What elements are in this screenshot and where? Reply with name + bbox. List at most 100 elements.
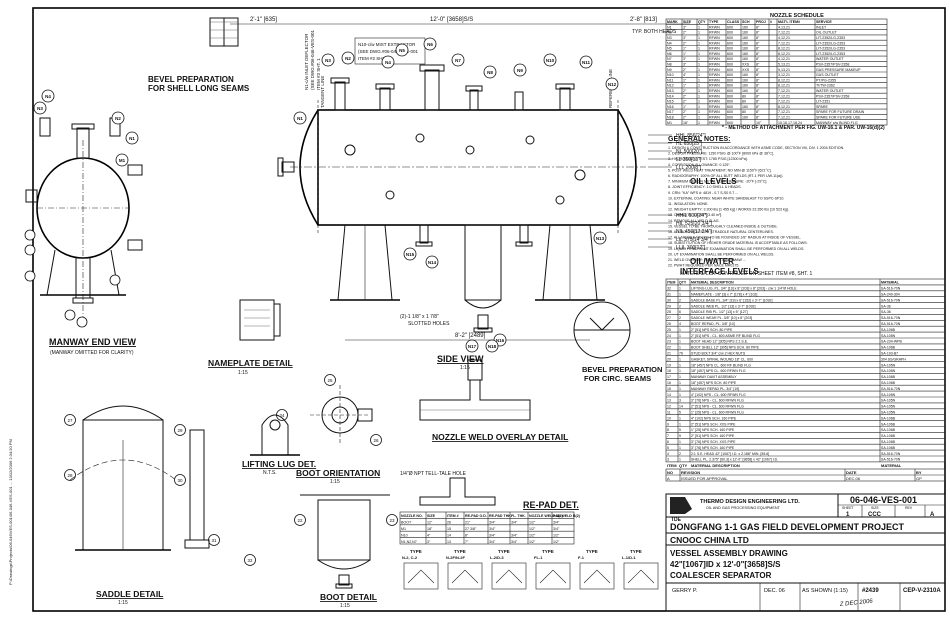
nozzle-schedule-cell: 1 [698,89,700,93]
material-list-cell: 1 [679,334,681,338]
nozzle-tag-label: N4 [385,60,391,65]
nozzle-schedule-cell: 1 [698,116,700,120]
repad-table-cell: 1/2" [529,521,536,525]
material-list-cell: 19 [667,363,671,367]
material-list-cell: 2 [679,316,681,320]
item-bubble-label: 24 [279,413,285,418]
job-number: #2439 [862,588,879,594]
sheet-size: CCC [868,512,882,518]
nozzle-schedule-cell: 600 [727,105,733,109]
nozzle-schedule-cell: 600 [727,47,733,51]
nozzle-schedule-cell: N13 [667,89,674,93]
material-list-cell: 1 [679,363,681,367]
company-logo: TDE [670,497,692,523]
nozzle-schedule-cell: LIT-2352/LG-2353 [816,52,845,56]
oil-level-label: NL 500[20"] [676,149,703,155]
nozzle-schedule-cell: OIL OUTLET [816,31,838,35]
material-list-cell: 26 [667,322,671,326]
nozzle-schedule-cell: 8" [756,41,760,45]
material-list-footer: MATERIAL DESCRIPTION [691,463,740,468]
nameplate-detail: NAMEPLATE DETAIL 1:15 [208,299,293,376]
material-list-cell: 27 [667,316,671,320]
side-dim-saddle-span: 8'-2" [2489] [455,333,486,339]
repad-table-header: PAD WELD B(2) [553,514,581,518]
repad-title: RE-PAD DET. [523,500,579,510]
nozzle-tag-bubble [403,247,417,261]
nozzle-tag-label: N6 [427,42,433,47]
general-note: 8. JOINT EFFICIENCY: 1.0 SHELL & HEADS. [668,185,742,189]
repad-table-header: RE-PAD THK. [489,514,512,518]
repad-table-cell: 18" [427,527,433,531]
nozzle-schedule-cell: 10" [756,121,762,125]
material-list-cell: 1 [679,340,681,344]
item-bubble [386,514,398,526]
nozzle-schedule-cell: 8" [756,84,760,88]
repad-note: 1/4"Ø NPT TELL-TALE HOLE [400,471,467,477]
nozzle-tag-label: N12 [608,82,617,87]
nozzle-schedule-cell: 1 [698,105,700,109]
nozzle-schedule-cell: 160 [742,57,748,61]
material-list-cell: SA-106B [881,446,896,450]
general-note: 6. RADIOGRAPHY: 100% OF ALL BUTT WELDS (… [668,174,783,178]
nozzle-schedule-cell: 8" [756,25,760,29]
nozzle-tag-label: N1 [129,136,135,141]
nozzle-schedule-cell: N10 [667,73,674,77]
nozzle-schedule-cell: RFWN [709,121,720,125]
nozzle-schedule-cell: 8" [756,105,760,109]
item-bubble [324,374,336,386]
nozzle-tag-bubble [395,43,409,57]
repad-table-cell: 14 [447,533,451,537]
material-list-cell: 1 [679,416,681,420]
material-list-cell: 16 [667,381,671,385]
revision-header: DATE [846,470,857,475]
company-logo-text: TDE [671,517,682,523]
material-list-cell: SA-240-304 [881,293,900,297]
nozzle-schedule-cell: 2" [683,100,687,104]
revision-header: NO [667,470,673,475]
material-list-cell: 1 [679,287,681,291]
material-list-cell: 1 [679,328,681,332]
lifting-lug-detail: LIFTING LUG DET. N.T.S. [242,414,316,476]
material-list-cell: 1 [679,293,681,297]
nozzle-schedule-cell: N7 [667,57,672,61]
nozzle-schedule-header: SCH [742,20,750,24]
weld-type-sketch [403,562,439,590]
nozzle-schedule-cell: SPARE FOR FUTURE USE [816,116,861,120]
general-note: 17. ALL NOZZLE NECKS TO BE ROUNDED 1/8" … [668,236,801,240]
nozzle-schedule-cell: 1 [698,94,700,98]
nozzle-schedule-cell: RFWN [709,116,720,120]
manway-end-view-note: (MANWAY OMITTED FOR CLARITY) [50,350,134,356]
material-list-cell: LIFTING LUG, PL. 3/4" [19] x 8" [203] x … [691,287,797,291]
item-bubble-label: 23 [389,518,395,523]
material-list-cell: 3" [76] NPS SCH. 160 PIPE [691,446,735,450]
repad-table-cell: 3/4" [489,527,496,531]
material-list-cell: 2:1 S.E. HEAD 42" [1067] I.D. x 2.188" M… [691,452,769,456]
material-list-cell: 24 [667,334,671,338]
material-list-header: QTY [679,281,687,285]
repad-table-cell: 3/4" [489,533,496,537]
material-list-cell: 13 [667,399,671,403]
repad-table-cell: 3/4" [553,527,560,531]
side-inlet-ref: (SEE DWG.#06-046-VES-001 [310,29,315,90]
nozzle-schedule-cell: 8,12,21 [778,52,790,56]
material-list-cell: 2 [679,304,681,308]
sheet-header: SHEET [842,506,855,510]
saddle-detail: SADDLE DETAIL 1:15 [69,405,210,606]
material-list-cell: 11 [667,411,671,415]
weld-type-sub: L-1/D-1 [622,555,636,560]
material-list-cell: SA-516-70N [881,458,901,462]
material-list-cell: GASKET, SPIRAL WOUND 18" CL. 600 [691,357,753,361]
repad-table-cell: N10 [401,533,408,537]
nozzle-schedule-cell: 8" [756,36,760,40]
material-list-cell: SA-106B [881,328,896,332]
material-list-footer: ITEM [667,463,677,468]
boot-detail-title: BOOT DETAIL [320,592,377,602]
item-bubble [174,424,186,436]
interface-levels-title: OIL/WATER [690,257,734,266]
nozzle-schedule-cell: 1 [698,57,700,61]
nozzle-schedule-cell: 160 [742,52,748,56]
weld-type-sketch [447,562,483,590]
nozzle-tag-bubble [41,89,55,103]
nozzle-schedule-cell: 3" [683,57,687,61]
material-list-cell: 10 [667,416,671,420]
